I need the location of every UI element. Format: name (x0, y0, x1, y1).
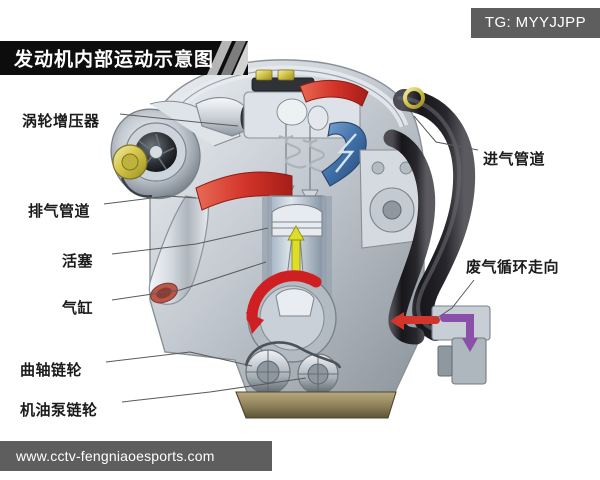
exhaust-duct-part (148, 195, 209, 305)
leader-crankshaft-sprocket (105, 351, 253, 367)
turbocharger-part (110, 97, 258, 200)
title-banner: 发动机内部运动示意图 (0, 41, 248, 75)
accessory-block (359, 149, 425, 249)
exhaust-flow-arrow (195, 79, 369, 211)
egr-cooler (390, 305, 491, 385)
label-piston: 活塞 (62, 253, 94, 270)
tg-badge: TG: MYYJJPP (470, 8, 600, 38)
sprockets-and-chain (235, 341, 397, 419)
label-oil-pump-sprocket: 机油泵链轮 (20, 402, 98, 419)
leader-intake-duct (413, 115, 479, 151)
leader-cylinder (111, 261, 267, 301)
label-crankshaft-sprocket: 曲轴链轮 (20, 362, 83, 379)
leader-lines (103, 113, 479, 403)
watermark-url: www.cctv-fengniaoesports.com (16, 448, 215, 464)
label-cylinder: 气缸 (62, 300, 94, 317)
leader-oil-pump-sprocket (121, 377, 307, 403)
cylinder-head (243, 69, 367, 199)
crankcase (246, 270, 337, 363)
leader-turbocharger (119, 113, 239, 127)
leader-egr-flow (433, 279, 475, 321)
leader-exhaust-duct (103, 195, 197, 205)
rotation-arrow (246, 270, 322, 334)
page-title: 发动机内部运动示意图 (14, 49, 215, 71)
label-exhaust-duct: 排气管道 (28, 203, 91, 220)
label-intake-duct: 进气管道 (483, 151, 546, 168)
egr-pipe-part (383, 129, 436, 345)
label-turbocharger: 涡轮增压器 (22, 113, 100, 130)
watermark-bar: www.cctv-fengniaoesports.com (0, 441, 272, 471)
intake-duct-part (393, 87, 476, 341)
leader-piston (111, 227, 269, 255)
label-egr-flow: 废气循环走向 (466, 259, 560, 276)
